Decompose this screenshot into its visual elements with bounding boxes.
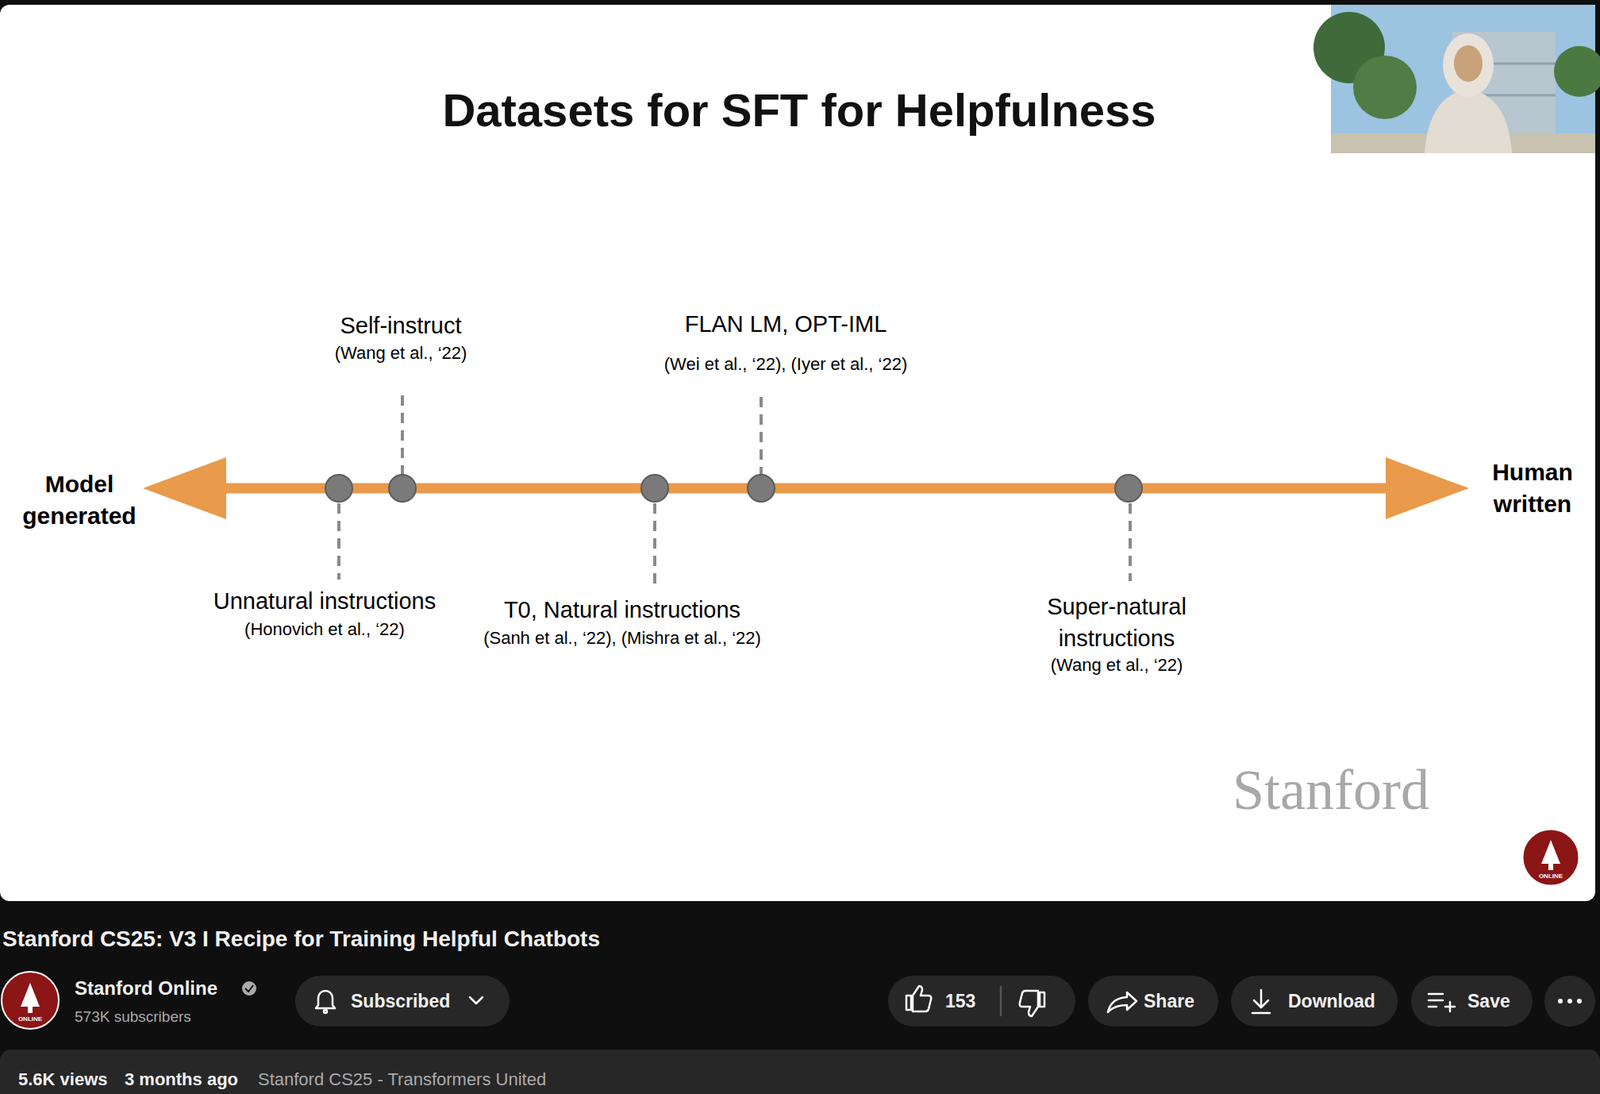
verified-check [245, 984, 254, 992]
leader-lines [338, 395, 1131, 586]
bell-icon [315, 990, 335, 1008]
leader-line [337, 503, 341, 580]
button-pill [1230, 975, 1398, 1027]
button-pill [295, 975, 510, 1027]
chevron-icon [469, 996, 483, 1004]
slide-title: Datasets for SFT for Helpfulness [243, 82, 1355, 139]
thumb-down-icon [1019, 990, 1039, 1016]
webcam-view [1313, 4, 1600, 154]
tree [1553, 46, 1600, 97]
save-icon [1449, 1001, 1452, 1012]
channel-logo [1, 971, 59, 1029]
button-label: Subscribed [350, 975, 450, 1027]
leader-line [1128, 503, 1132, 581]
citation: (Sanh et al., ‘22), (Mishra et al., ‘22) [447, 627, 797, 649]
button-label: Save [1467, 975, 1511, 1027]
timeline-dot [325, 474, 353, 502]
timeline-dots [325, 474, 1143, 502]
dot [1576, 998, 1582, 1004]
watermark: Stanford [1196, 758, 1466, 822]
action-button: Subscribed [295, 975, 510, 1027]
logo-tree [20, 982, 40, 1013]
icons [315, 985, 1455, 1016]
dot [1567, 998, 1573, 1004]
logo-text: ONLINE [1526, 873, 1575, 880]
arrow-head [142, 457, 227, 520]
dot [1557, 998, 1563, 1004]
save-icon [1428, 992, 1443, 996]
view-count: 5.6K views [18, 1069, 108, 1090]
button-label: Share [1143, 975, 1195, 1027]
dataset-name: T0, Natural instructions [471, 596, 774, 624]
playlist-name: Stanford CS25 - Transformers United [257, 1069, 547, 1090]
upload-date: 3 months ago [124, 1069, 239, 1090]
thumb-down-icon [1039, 992, 1045, 1007]
save-icon [1428, 1005, 1437, 1008]
action-button: 153 [888, 975, 1076, 1027]
thumb-up-icon [912, 985, 931, 1012]
download-icon [1260, 989, 1263, 1007]
arrow-head [1385, 457, 1470, 520]
dataset-name: Super-natural instructions [1029, 590, 1204, 654]
description-box [0, 1049, 1600, 1094]
hijab [1442, 33, 1494, 97]
action-button: Download [1230, 975, 1398, 1027]
button-pill [1088, 975, 1219, 1027]
shoulders [1424, 88, 1512, 154]
citation: (Wang et al., ‘22) [281, 342, 520, 364]
logo-tree [1541, 839, 1561, 870]
download-icon [1252, 1011, 1270, 1015]
share-icon [1107, 992, 1137, 1012]
action-button: Share [1088, 975, 1219, 1027]
thumb-up-icon [906, 995, 912, 1010]
divider [1000, 986, 1003, 1016]
button-pill [888, 975, 1076, 1027]
leader-line [653, 503, 657, 586]
more-dots [1557, 998, 1582, 1004]
save-icon [1428, 999, 1443, 1002]
verified-badge [242, 980, 257, 996]
face [1453, 45, 1483, 82]
logo [1522, 828, 1580, 886]
tree [1353, 55, 1417, 120]
dataset-name: Unnatural instructions [181, 587, 468, 616]
button-label: Download [1288, 975, 1376, 1027]
video-title: Stanford CS25: V3 I Recipe for Training … [2, 925, 600, 953]
timeline-dot [641, 474, 669, 502]
slide [0, 4, 1596, 901]
leader-line [400, 395, 404, 475]
leader-line [759, 396, 763, 475]
citation: (Honovich et al., ‘22) [205, 619, 444, 640]
timeline-dot [1115, 474, 1143, 502]
channel-name: Stanford Online [74, 976, 218, 1000]
download-icon [1253, 1000, 1269, 1008]
dataset-name: FLAN LM, OPT-IML [642, 310, 929, 339]
subscriber-count: 573K subscribers [74, 1007, 192, 1027]
action-button: Save [1411, 975, 1533, 1027]
timeline-dot [747, 474, 775, 502]
axis-label: Model generated [7, 468, 151, 533]
more-button [1544, 975, 1596, 1027]
button-pill [1411, 975, 1533, 1027]
button-label: 153 [945, 975, 976, 1027]
axis-label: Human written [1473, 456, 1593, 521]
bell-clapper [323, 1009, 327, 1013]
dataset-name: Self-instruct [281, 311, 520, 340]
citation: (Wang et al., ‘22) [997, 654, 1236, 676]
citation: (Wei et al., ‘22), (Iyer et al., ‘22) [662, 353, 909, 377]
logo-text: ONLINE [6, 1015, 54, 1023]
timeline-dot [388, 474, 416, 502]
